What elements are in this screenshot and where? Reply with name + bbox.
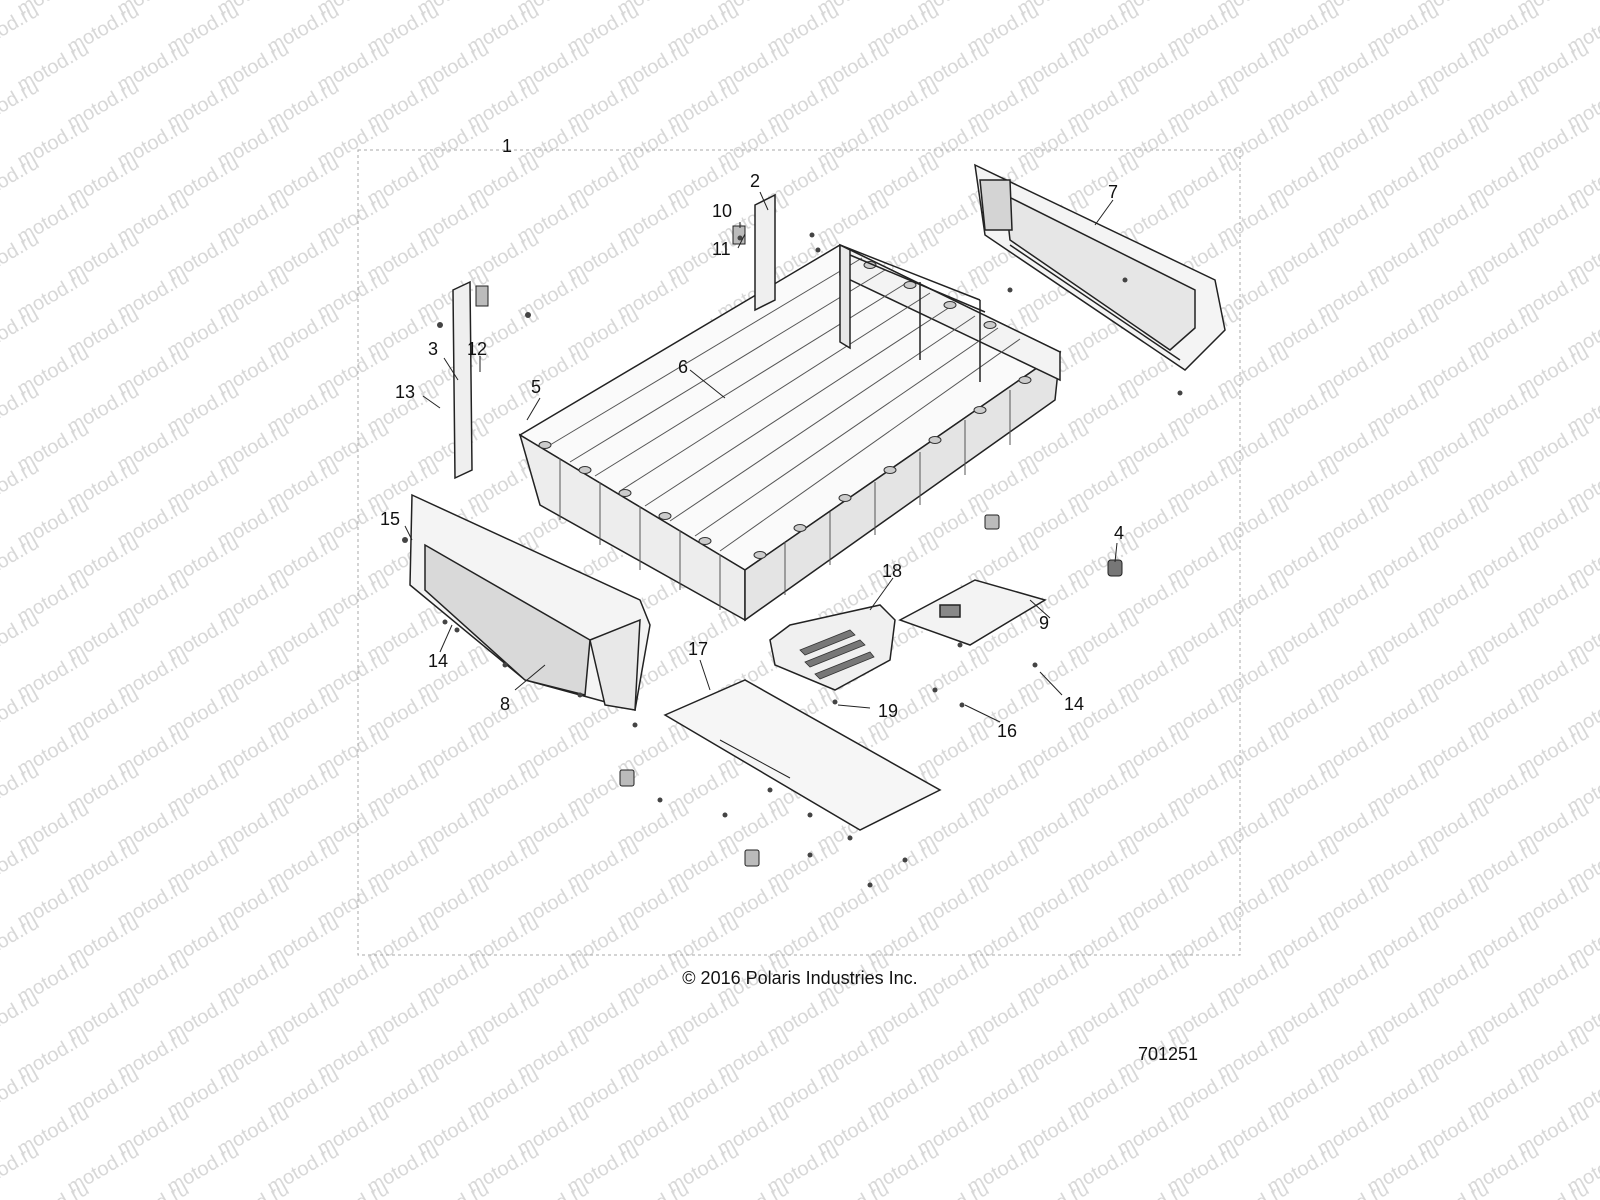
callout-9: 9 [1039, 613, 1050, 633]
callout-1: 1 [502, 136, 513, 156]
upright-bracket-3 [452, 280, 473, 480]
callout-4: 4 [1114, 523, 1125, 543]
callout-14-left: 14 [428, 651, 449, 671]
upright-bracket-2 [754, 193, 776, 312]
tailgate-panel [974, 163, 1226, 371]
leader-lines [404, 191, 1118, 723]
latch-12 [475, 285, 489, 307]
floor-guard-18 [769, 604, 896, 691]
floor-panel-17 [663, 679, 942, 831]
skid-plate-9 [898, 579, 1047, 646]
callout-11: 11 [712, 239, 731, 259]
callout-6: 6 [678, 357, 689, 377]
front-panel [409, 493, 651, 711]
callout-3: 3 [428, 339, 439, 359]
bumper-cap-4 [1107, 559, 1123, 577]
callout-19: 19 [878, 701, 899, 721]
fasteners [402, 232, 1183, 888]
callout-8: 8 [500, 694, 511, 714]
cargo-box-tub [518, 243, 1062, 622]
callout-17: 17 [688, 639, 709, 659]
callout-12: 12 [467, 339, 488, 359]
callout-13: 13 [395, 382, 416, 402]
diagram-number: 701251 [1138, 1044, 1199, 1064]
callout-14-right: 14 [1064, 694, 1085, 714]
callout-10: 10 [712, 201, 733, 221]
callout-15: 15 [380, 509, 401, 529]
callout-5: 5 [531, 377, 542, 397]
callout-7: 7 [1108, 182, 1119, 202]
callout-16: 16 [997, 721, 1018, 741]
assembly-frame [357, 149, 1241, 956]
copyright-notice: © 2016 Polaris Industries Inc. [682, 968, 918, 988]
callout-18: 18 [882, 561, 903, 581]
mount-clips [619, 514, 1000, 867]
latch-10 [732, 225, 746, 245]
callout-2: 2 [750, 171, 761, 191]
